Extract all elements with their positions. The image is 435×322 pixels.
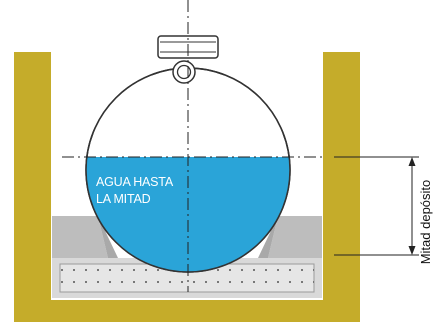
dimension-label: Mitad depósito — [418, 180, 433, 265]
water-label-line1: AGUA HASTA — [96, 175, 174, 189]
inlet-fitting-inner — [176, 64, 192, 80]
pit-wall — [14, 52, 360, 322]
dimension-arrow-bottom — [408, 246, 416, 255]
support-block-left — [52, 216, 108, 258]
water-label-line2: LA MITAD — [96, 192, 151, 206]
dimension-arrow-top — [408, 157, 416, 166]
support-block-right — [268, 216, 322, 258]
